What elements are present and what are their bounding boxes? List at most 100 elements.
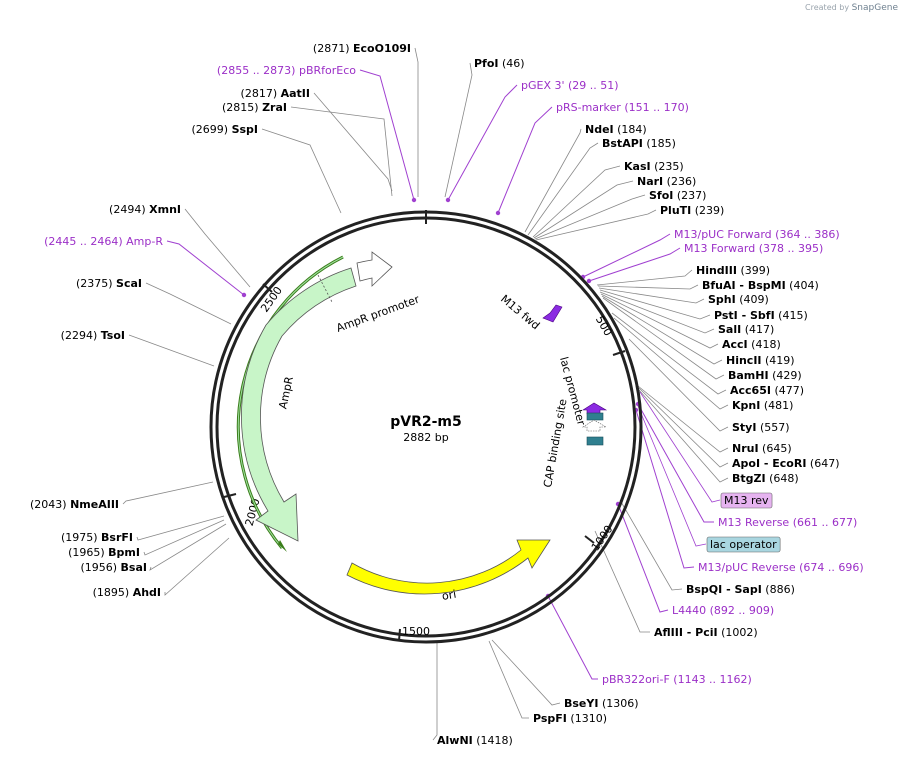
site-position: (1310) bbox=[567, 712, 607, 725]
site-name: NarI bbox=[637, 175, 663, 188]
enzyme-label: SphI (409) bbox=[708, 293, 769, 306]
site-position: (415) bbox=[775, 309, 808, 322]
primer-label: M13/pUC Reverse (674 .. 696) bbox=[698, 561, 864, 574]
primer-label: M13 Reverse (661 .. 677) bbox=[718, 516, 857, 529]
created-by-text: Created by bbox=[805, 3, 850, 12]
site-position: (892 .. 909) bbox=[706, 604, 774, 617]
site-name: BseYI bbox=[564, 697, 598, 710]
site-name: pBRforEco bbox=[299, 64, 356, 77]
tick-mark-2000 bbox=[223, 493, 237, 498]
site-name: BsaI bbox=[121, 561, 147, 574]
enzyme-label: PluTI (239) bbox=[660, 204, 724, 217]
leader-line bbox=[497, 106, 553, 214]
site-name: BsrFI bbox=[101, 531, 133, 544]
enzyme-label: (2817) AatII bbox=[241, 87, 310, 100]
site-position: (409) bbox=[736, 293, 769, 306]
site-position: (236) bbox=[663, 175, 696, 188]
enzyme-label: BfuAI - BspMI (404) bbox=[702, 279, 819, 292]
enzyme-label: KpnI (481) bbox=[732, 399, 793, 412]
enzyme-label: KasI (235) bbox=[624, 160, 684, 173]
site-name: M13 Forward bbox=[684, 242, 755, 255]
leader-line bbox=[359, 69, 415, 201]
site-position: (645) bbox=[759, 442, 792, 455]
primer-site-mark bbox=[445, 197, 451, 203]
leader-line bbox=[600, 293, 719, 349]
primer-label: pGEX 3' (29 .. 51) bbox=[521, 79, 619, 92]
leader-line bbox=[313, 92, 393, 192]
leader-line bbox=[166, 240, 245, 296]
leader-line bbox=[535, 209, 657, 241]
enzyme-label: PspFI (1310) bbox=[533, 712, 607, 725]
leader-line bbox=[596, 269, 693, 286]
site-position: (674 .. 696) bbox=[796, 561, 864, 574]
site-name: pBR322ori-F bbox=[602, 673, 670, 686]
leader-line bbox=[637, 403, 714, 523]
leader-line bbox=[122, 481, 214, 505]
site-name: TsoI bbox=[101, 329, 125, 342]
feature-box bbox=[706, 536, 781, 553]
enzyme-label: BstAPI (185) bbox=[602, 137, 676, 150]
site-position: (419) bbox=[762, 354, 795, 367]
site-position: (648) bbox=[766, 472, 799, 485]
site-name: NmeAIII bbox=[70, 498, 119, 511]
leader-line bbox=[639, 391, 721, 503]
tick-label-1500: 1500 bbox=[402, 625, 430, 638]
primer-label: L4440 (892 .. 909) bbox=[672, 604, 774, 617]
site-position: (151 .. 170) bbox=[621, 101, 689, 114]
leader-line bbox=[617, 503, 669, 613]
enzyme-label: NdeI (184) bbox=[585, 123, 647, 136]
enzyme-label: Acc65I (477) bbox=[730, 384, 804, 397]
leader-line bbox=[619, 499, 683, 591]
site-position: (647) bbox=[806, 457, 839, 470]
ampr-feature-arrow bbox=[241, 267, 357, 542]
leader-line bbox=[611, 312, 727, 395]
tick-mark-1500 bbox=[398, 628, 401, 642]
site-name: M13 rev bbox=[724, 494, 769, 507]
site-name: M13/pUC Reverse bbox=[698, 561, 796, 574]
site-name: SalI bbox=[718, 323, 741, 336]
site-position: (235) bbox=[651, 160, 684, 173]
site-position: (2815) bbox=[222, 101, 262, 114]
ampr-label: AmpR bbox=[276, 375, 296, 410]
leader-line bbox=[143, 519, 225, 556]
site-position: (378 .. 395) bbox=[755, 242, 823, 255]
site-position: (661 .. 677) bbox=[789, 516, 857, 529]
ampr-orf-line-inner bbox=[237, 256, 344, 549]
leader-line bbox=[598, 287, 705, 304]
primer-site-mark bbox=[586, 278, 592, 284]
leader-line bbox=[588, 247, 681, 282]
site-name: NruI bbox=[732, 442, 759, 455]
site-position: (886) bbox=[762, 583, 795, 596]
enzyme-label: BamHI (429) bbox=[728, 369, 802, 382]
leader-line bbox=[594, 530, 650, 633]
enzyme-label: HindIII (399) bbox=[696, 264, 770, 277]
enzyme-label: BtgZI (648) bbox=[732, 472, 799, 485]
feature-box bbox=[720, 492, 773, 509]
site-position: (364 .. 386) bbox=[772, 228, 840, 241]
site-name: PstI - SbfI bbox=[714, 309, 775, 322]
tick-mark-500 bbox=[612, 350, 626, 356]
enzyme-label: BspQI - SapI (886) bbox=[686, 583, 795, 596]
site-position: (1306) bbox=[598, 697, 638, 710]
site-position: (1002) bbox=[718, 626, 758, 639]
ori-label: ori bbox=[441, 588, 457, 603]
leader-line bbox=[532, 165, 621, 238]
site-position: (1956) bbox=[80, 561, 120, 574]
site-name: AflIII - PciI bbox=[654, 626, 718, 639]
site-position: (2375) bbox=[76, 277, 116, 290]
leader-line bbox=[534, 194, 646, 240]
site-name: KpnI bbox=[732, 399, 760, 412]
site-name: XmnI bbox=[149, 203, 181, 216]
tick-mark-1000 bbox=[584, 535, 595, 544]
site-name: Amp-R bbox=[126, 235, 163, 248]
leader-line bbox=[547, 595, 598, 680]
site-name: BamHI bbox=[728, 369, 769, 382]
leader-line bbox=[597, 284, 699, 290]
site-name: pGEX 3' bbox=[521, 79, 565, 92]
enzyme-label: (2375) ScaI bbox=[76, 277, 142, 290]
site-position: (477) bbox=[771, 384, 804, 397]
site-name: AatII bbox=[281, 87, 310, 100]
leader-line bbox=[599, 291, 715, 334]
site-position: (2294) bbox=[61, 329, 101, 342]
